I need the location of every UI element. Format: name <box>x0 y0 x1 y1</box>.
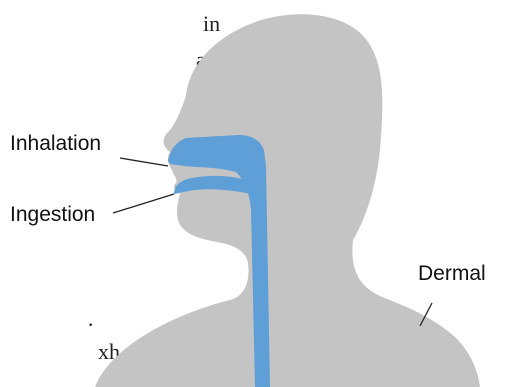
ingestion-label: Ingestion <box>10 203 95 226</box>
inhalation-leader-line <box>120 158 168 166</box>
ingestion-leader-line <box>113 194 174 213</box>
inhalation-label: Inhalation <box>10 132 101 155</box>
dermal-label: Dermal <box>418 262 486 285</box>
